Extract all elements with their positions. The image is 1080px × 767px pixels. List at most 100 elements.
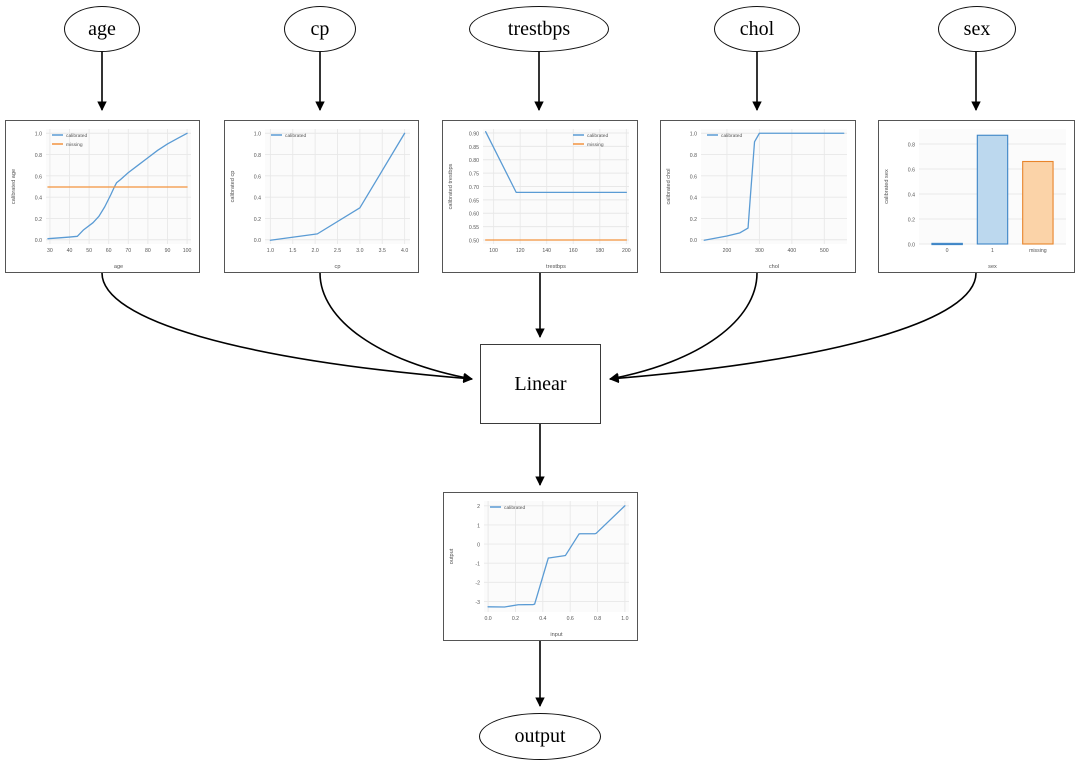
svg-text:70: 70: [125, 248, 131, 254]
svg-text:0.75: 0.75: [469, 172, 479, 178]
svg-text:90: 90: [165, 248, 171, 254]
svg-text:500: 500: [820, 248, 829, 254]
svg-text:trestbps: trestbps: [546, 264, 566, 270]
svg-text:1.0: 1.0: [690, 132, 697, 138]
svg-text:0: 0: [946, 248, 949, 254]
svg-text:0.6: 0.6: [690, 174, 697, 180]
svg-text:0.80: 0.80: [469, 158, 479, 164]
svg-text:0.0: 0.0: [254, 238, 261, 244]
svg-text:3.5: 3.5: [379, 248, 386, 254]
svg-text:0.55: 0.55: [469, 225, 479, 231]
svg-text:calibrated sex: calibrated sex: [884, 169, 890, 204]
svg-text:400: 400: [788, 248, 797, 254]
svg-text:-2: -2: [475, 581, 480, 587]
plot-age: 0.0 0.2 0.4 0.6 0.8 1.0 30 40 50 60 70 80 90 100 age ca…: [5, 120, 200, 273]
svg-text:0.90: 0.90: [469, 131, 479, 137]
svg-text:0.85: 0.85: [469, 145, 479, 151]
svg-text:0.65: 0.65: [469, 198, 479, 204]
svg-text:0.2: 0.2: [908, 217, 915, 223]
svg-text:input: input: [550, 632, 563, 638]
svg-text:200: 200: [723, 248, 732, 254]
svg-text:missing: missing: [1029, 248, 1047, 254]
svg-text:1.0: 1.0: [254, 132, 261, 138]
svg-text:0.0: 0.0: [484, 616, 491, 622]
svg-text:140: 140: [542, 248, 551, 254]
svg-text:calibrated: calibrated: [504, 505, 525, 511]
svg-text:0.6: 0.6: [567, 616, 574, 622]
output-node[interactable]: output: [479, 713, 601, 760]
svg-text:calibrated chol: calibrated chol: [666, 168, 672, 204]
input-node-cp-label: cp: [310, 17, 330, 40]
svg-text:output: output: [449, 548, 455, 564]
svg-text:calibrated: calibrated: [587, 133, 608, 139]
svg-text:2.0: 2.0: [312, 248, 319, 254]
svg-text:0.50: 0.50: [469, 238, 479, 244]
input-node-chol[interactable]: chol: [714, 6, 800, 52]
svg-text:0.4: 0.4: [35, 196, 42, 202]
svg-text:80: 80: [145, 248, 151, 254]
svg-text:-3: -3: [475, 600, 480, 606]
svg-text:0.2: 0.2: [35, 217, 42, 223]
svg-text:30: 30: [47, 248, 53, 254]
svg-text:0.2: 0.2: [690, 217, 697, 223]
svg-text:60: 60: [106, 248, 112, 254]
svg-text:0.6: 0.6: [254, 174, 261, 180]
svg-text:calibrated cp: calibrated cp: [230, 171, 236, 203]
svg-text:0.8: 0.8: [690, 153, 697, 159]
svg-text:missing: missing: [66, 142, 83, 148]
svg-text:300: 300: [755, 248, 764, 254]
svg-text:0.2: 0.2: [512, 616, 519, 622]
svg-text:0.4: 0.4: [539, 616, 546, 622]
svg-text:sex: sex: [988, 264, 997, 270]
svg-text:1.0: 1.0: [621, 616, 628, 622]
linear-node[interactable]: Linear: [480, 344, 601, 424]
edge-sexplot-to-linear: [609, 272, 977, 384]
svg-text:1: 1: [477, 523, 480, 529]
svg-text:missing: missing: [587, 142, 604, 148]
svg-text:0.4: 0.4: [254, 196, 261, 202]
svg-text:0.6: 0.6: [908, 167, 915, 173]
svg-text:1.0: 1.0: [267, 248, 274, 254]
svg-text:0.70: 0.70: [469, 185, 479, 191]
edge-ageplot-to-linear: [101, 272, 473, 384]
input-node-age-label: age: [88, 17, 116, 40]
svg-text:120: 120: [516, 248, 525, 254]
svg-text:calibrated: calibrated: [721, 133, 742, 139]
linear-node-label: Linear: [514, 372, 567, 395]
svg-text:0.0: 0.0: [35, 238, 42, 244]
input-node-sex-label: sex: [963, 17, 991, 40]
svg-text:40: 40: [67, 248, 73, 254]
svg-text:0.4: 0.4: [908, 192, 915, 198]
svg-text:0: 0: [477, 542, 480, 548]
svg-text:cp: cp: [335, 264, 341, 270]
svg-text:0.4: 0.4: [690, 196, 697, 202]
output-node-label: output: [514, 725, 566, 747]
svg-text:160: 160: [569, 248, 578, 254]
svg-text:100: 100: [183, 248, 192, 254]
svg-text:0.6: 0.6: [35, 174, 42, 180]
svg-text:50: 50: [86, 248, 92, 254]
svg-text:3.0: 3.0: [356, 248, 363, 254]
svg-text:2: 2: [477, 504, 480, 510]
input-node-sex[interactable]: sex: [938, 6, 1016, 52]
svg-text:1.0: 1.0: [35, 132, 42, 138]
svg-text:0.8: 0.8: [594, 616, 601, 622]
svg-text:0.8: 0.8: [35, 153, 42, 159]
input-node-age[interactable]: age: [64, 6, 140, 52]
svg-text:1.5: 1.5: [289, 248, 296, 254]
svg-text:0.0: 0.0: [690, 238, 697, 244]
svg-text:calibrated: calibrated: [66, 133, 87, 139]
svg-text:1: 1: [991, 248, 994, 254]
edge-cholplot-to-linear: [609, 272, 758, 383]
input-node-trestbps[interactable]: trestbps: [469, 6, 609, 52]
input-node-cp[interactable]: cp: [284, 6, 356, 52]
svg-text:calibrated trestbps: calibrated trestbps: [448, 163, 454, 209]
input-node-trestbps-label: trestbps: [507, 17, 571, 40]
edge-cpplot-to-linear: [319, 272, 473, 383]
input-node-chol-label: chol: [739, 17, 775, 40]
svg-text:0.8: 0.8: [908, 142, 915, 148]
svg-text:age: age: [114, 264, 123, 270]
